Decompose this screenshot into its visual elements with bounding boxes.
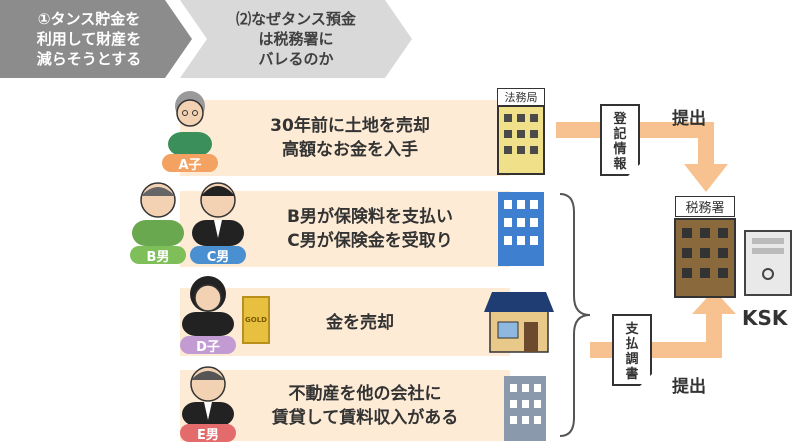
ksk-server-icon [744, 230, 792, 296]
badge-d: D子 [180, 336, 236, 355]
badge-e: E男 [180, 424, 236, 443]
submit-label-top: 提出 [672, 109, 706, 129]
payment-document-label: 支 払 調 書 [625, 322, 639, 382]
row-text-a: 30年前に土地を売却 高額なお金を入手 [270, 116, 430, 160]
rental-building-icon [504, 376, 546, 441]
row-text-bc: B男が保険料を支払い C男が保険金を受取り [287, 207, 453, 251]
person-c-icon [192, 182, 244, 246]
arrow-bottom-icon [590, 290, 736, 358]
badge-b: B男 [130, 246, 186, 265]
insurance-building-icon [498, 192, 544, 266]
submit-label-bottom: 提出 [672, 377, 706, 397]
person-a-icon [168, 91, 212, 156]
gold-bar-icon: GOLD [242, 296, 270, 344]
ksk-label: KSK [742, 306, 788, 330]
tax-office-label: 税務署 [675, 196, 735, 217]
person-e-icon [182, 366, 234, 426]
gold-label: GOLD [245, 316, 267, 324]
step-1-banner: ①タンス貯金を 利用して財産を 減らそうとする [0, 0, 192, 78]
person-d-icon [182, 276, 234, 336]
badge-a: A子 [162, 154, 218, 173]
payment-document-icon: 支 払 調 書 [612, 314, 652, 386]
group-bracket [559, 193, 591, 437]
shop-icon [484, 292, 554, 353]
registry-document-label: 登 記 情 報 [613, 112, 627, 172]
arrow-top-icon [556, 122, 728, 192]
legal-bureau-building-icon [497, 105, 545, 175]
tax-office-building-icon [674, 218, 736, 298]
badge-c: C男 [190, 246, 246, 265]
row-text-d: 金を売却 [326, 313, 394, 333]
step-2-banner: ⑵なぜタンス預金 は税務署に バレるのか [180, 0, 412, 78]
registry-document-icon: 登 記 情 報 [600, 104, 640, 176]
person-b-icon [132, 182, 184, 246]
row-band-a [180, 100, 510, 176]
row-text-e: 不動産を他の会社に 賃貸して賃料収入がある [271, 384, 459, 428]
